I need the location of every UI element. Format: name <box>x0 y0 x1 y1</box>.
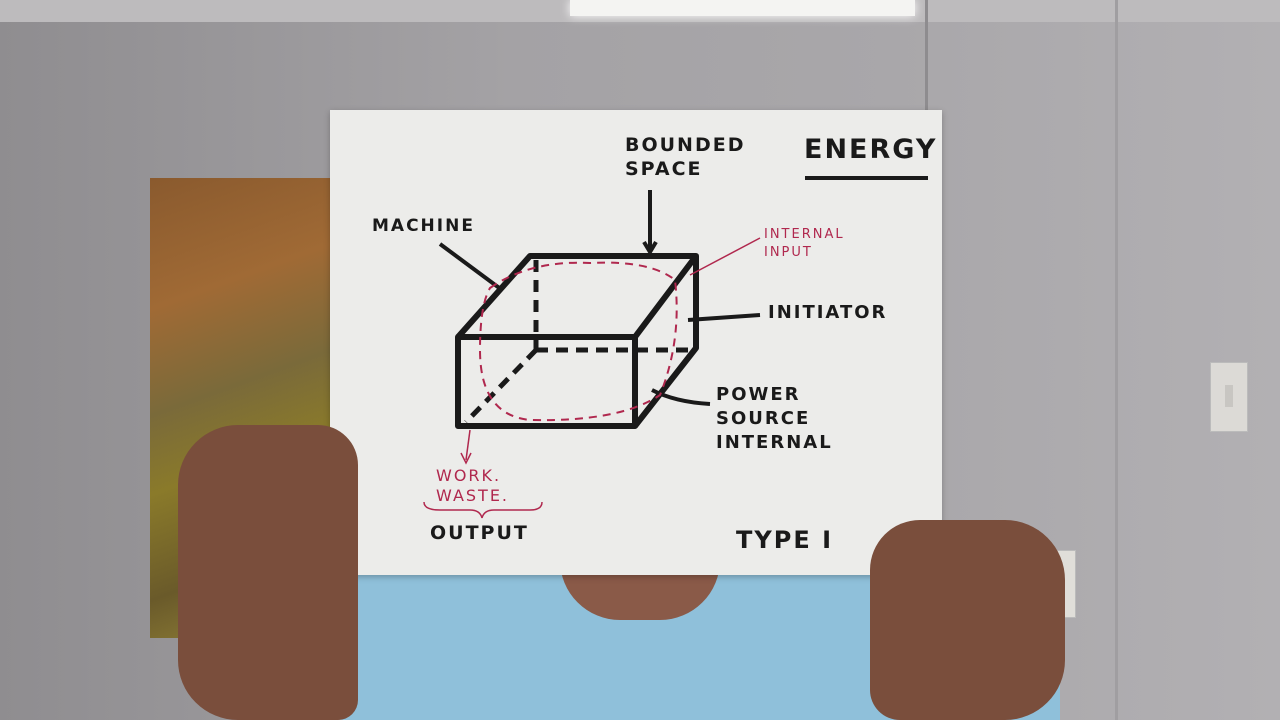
label-waste: WASTE. <box>436 486 510 505</box>
right-hand <box>870 520 1065 720</box>
label-initiator: INITIATOR <box>768 302 888 323</box>
box-diagram-drawing <box>423 176 928 519</box>
door-edge <box>1115 0 1118 720</box>
label-machine: MACHINE <box>372 216 475 236</box>
label-power-line3: INTERNAL <box>716 432 833 453</box>
label-power-line2: SOURCE <box>716 408 811 429</box>
label-bounded-line2: SPACE <box>625 158 703 180</box>
left-hand <box>178 425 358 720</box>
label-type: TYPE I <box>736 526 834 554</box>
label-internal-input-line1: INTERNAL <box>764 227 845 242</box>
diagram-paper: BOUNDED SPACE ENERGY MACHINE INTERNAL IN… <box>330 110 942 575</box>
diagram-title: ENERGY <box>804 134 938 165</box>
label-internal-input-line2: INPUT <box>764 245 813 260</box>
label-power-line1: POWER <box>716 384 801 405</box>
label-output: OUTPUT <box>430 522 529 544</box>
switch-toggle <box>1225 385 1233 407</box>
light-switch <box>1210 362 1248 432</box>
label-work: WORK. <box>436 466 502 485</box>
label-bounded-line1: BOUNDED <box>625 134 746 156</box>
ceiling-light <box>570 0 915 16</box>
